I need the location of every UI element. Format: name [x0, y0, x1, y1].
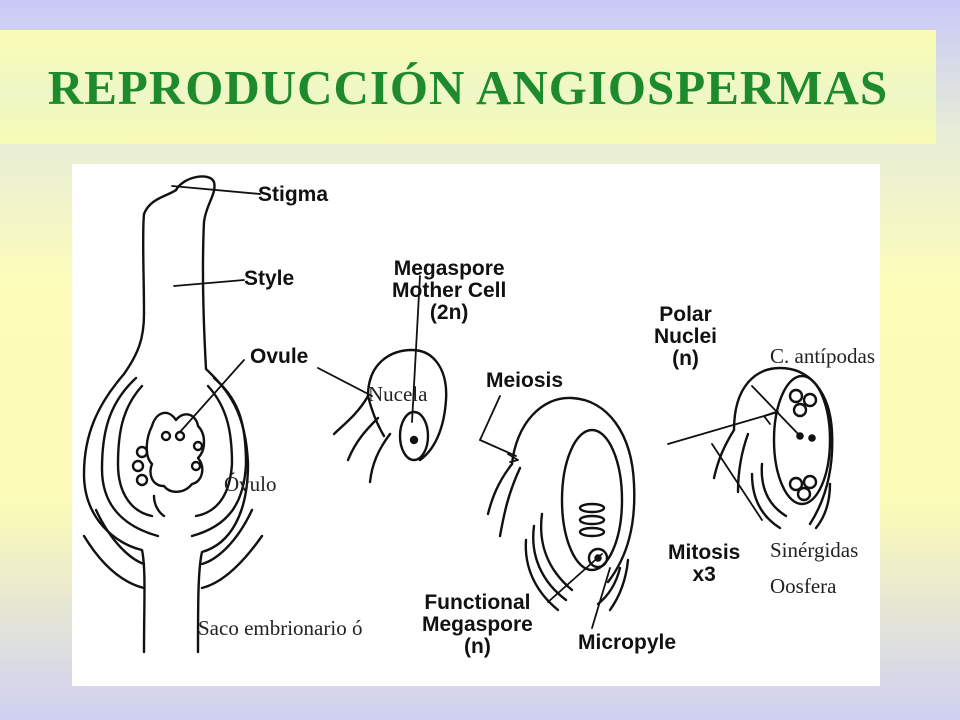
label-c-antipodas: C. antípodas: [770, 344, 875, 368]
label-polar-line3: (n): [672, 347, 699, 370]
embryo-sac-ovule-drawing: [712, 366, 834, 530]
label-polar-nuclei: Polar Nuclei (n): [654, 304, 717, 370]
label-mitosis-line1: Mitosis: [668, 541, 741, 564]
label-sinergidas: Sinérgidas: [770, 538, 859, 562]
meiosis-ovule-drawing: [486, 396, 636, 612]
title-band: REPRODUCCIÓN ANGIOSPERMAS: [0, 30, 936, 144]
label-mitosis-line2: x3: [692, 563, 716, 586]
label-nucela: Nucela: [368, 382, 428, 406]
label-mmc-line2: Mother Cell: [392, 279, 507, 302]
label-meiosis: Meiosis: [486, 369, 564, 392]
label-mmc-line1: Megaspore: [393, 257, 505, 280]
label-polar-line2: Nuclei: [654, 325, 718, 348]
label-fm-line1: Functional: [424, 591, 531, 614]
label-polar-line1: Polar: [659, 303, 712, 326]
leader-lines: [171, 185, 803, 629]
pistil-drawing: [82, 175, 264, 654]
label-micropyle: Micropyle: [578, 631, 677, 654]
label-ovule: Ovule: [250, 345, 309, 368]
label-fm-line2: Megaspore: [422, 613, 533, 636]
ovule-drawing: [332, 348, 448, 484]
label-stigma: Stigma: [258, 183, 329, 206]
label-ovulo: Óvulo: [224, 472, 277, 496]
label-mmc-line3: (2n): [429, 301, 469, 324]
label-functional-megaspore: Functional Megaspore (n): [422, 592, 533, 658]
slide-title: REPRODUCCIÓN ANGIOSPERMAS: [47, 59, 889, 115]
diagram-panel: Stigma Style Ovule Megaspore Mother Cell…: [72, 164, 880, 686]
diagram-drawing: [82, 175, 834, 654]
label-mitosis: Mitosis x3: [668, 542, 740, 586]
label-saco-embrionario: Saco embrionario ó: [198, 616, 363, 640]
label-megaspore-mother-cell: Megaspore Mother Cell (2n): [392, 258, 506, 324]
label-oosfera: Oosfera: [770, 574, 837, 598]
label-fm-line3: (n): [464, 635, 491, 658]
label-style: Style: [244, 267, 295, 290]
